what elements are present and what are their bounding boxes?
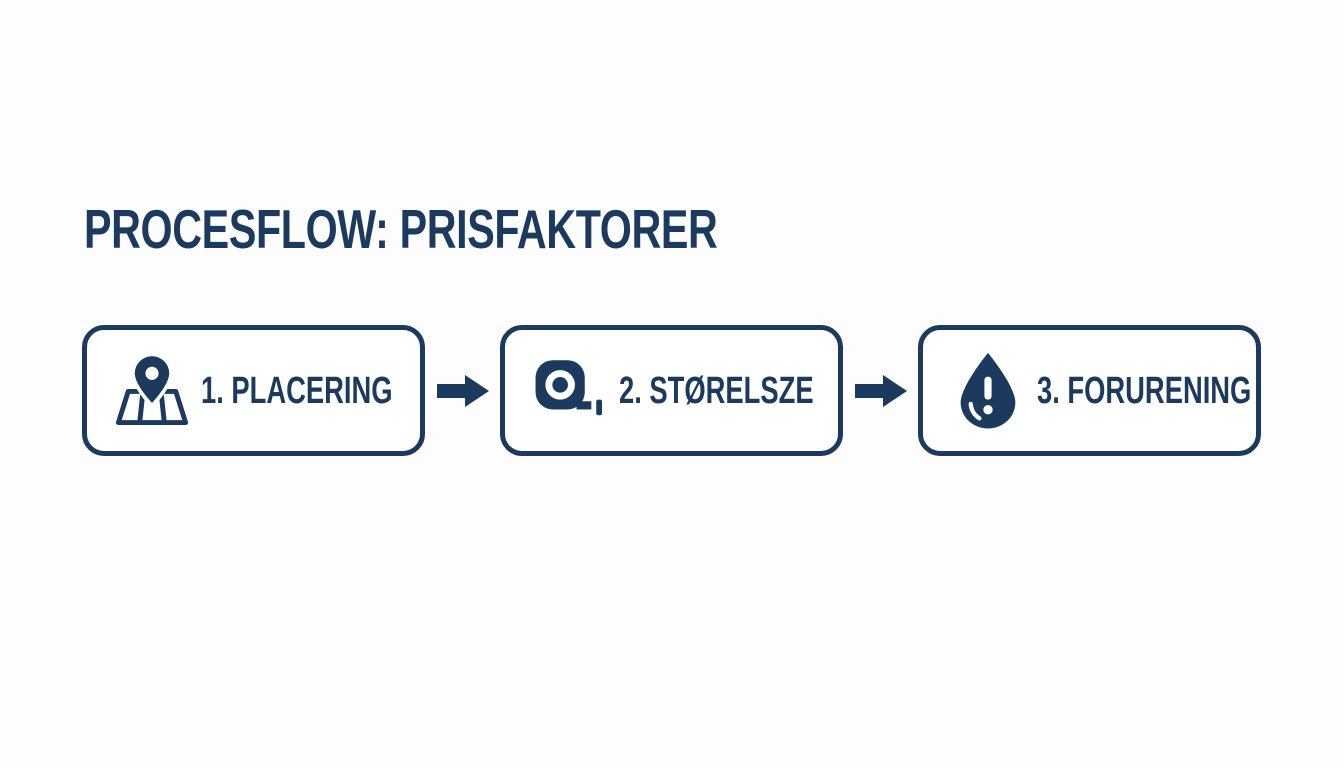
arrow-right-icon: [843, 372, 918, 410]
step-box-forurening: 3. FORURENING: [918, 325, 1261, 456]
step-label: 1. PLACERING: [201, 369, 393, 412]
step-box-stoerelsze: 2. STØRELSZE: [500, 325, 843, 456]
step-label: 3. FORURENING: [1037, 369, 1252, 412]
page-title: PROCESFLOW: PRISFAKTORER: [84, 198, 718, 260]
step-box-placering: 1. PLACERING: [82, 325, 425, 456]
arrow-right-icon: [425, 372, 500, 410]
measuring-tape-icon: [529, 352, 611, 430]
map-pin-icon: [111, 347, 193, 435]
step-label: 2. STØRELSZE: [619, 369, 814, 412]
process-flow: 1. PLACERING 2. STØRELSZ: [82, 325, 1261, 456]
water-drop-alert-icon: [947, 349, 1029, 433]
